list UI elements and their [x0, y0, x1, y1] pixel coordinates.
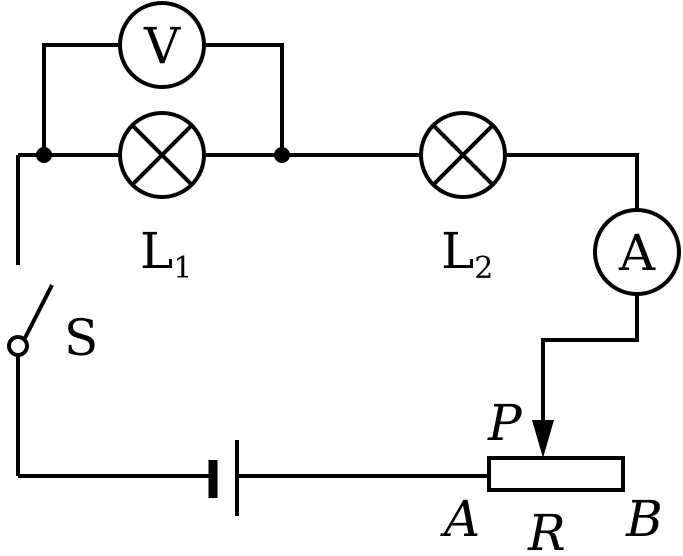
rheostat-end-a-label: A — [440, 490, 480, 548]
voltmeter-branch-wires — [42, 43, 284, 155]
slider-arrow-icon — [532, 420, 554, 458]
rheostat-label: R — [527, 504, 566, 556]
switch-blade — [23, 284, 54, 339]
rheostat-end-b-label: B — [625, 490, 663, 548]
ammeter-symbol: A — [618, 224, 656, 282]
junction-dot-right — [274, 147, 290, 163]
lamp-l1-label: L1 — [140, 222, 192, 286]
rheostat-body — [487, 456, 625, 492]
switch-terminal — [7, 335, 29, 357]
switch-label: S — [64, 309, 98, 367]
left-wire — [7, 155, 54, 476]
battery-icon — [208, 440, 239, 516]
lamp-l1-icon — [118, 111, 206, 199]
right-wire — [532, 294, 639, 458]
junction-dot-left — [36, 147, 52, 163]
lamp-l2-label: L2 — [441, 222, 493, 286]
voltmeter-icon: V — [118, 1, 206, 89]
top-wire — [18, 153, 639, 210]
lamp-l2-icon — [419, 111, 507, 199]
slider-label: P — [487, 394, 523, 452]
voltmeter-symbol: V — [143, 17, 181, 75]
ammeter-icon: A — [593, 208, 681, 296]
